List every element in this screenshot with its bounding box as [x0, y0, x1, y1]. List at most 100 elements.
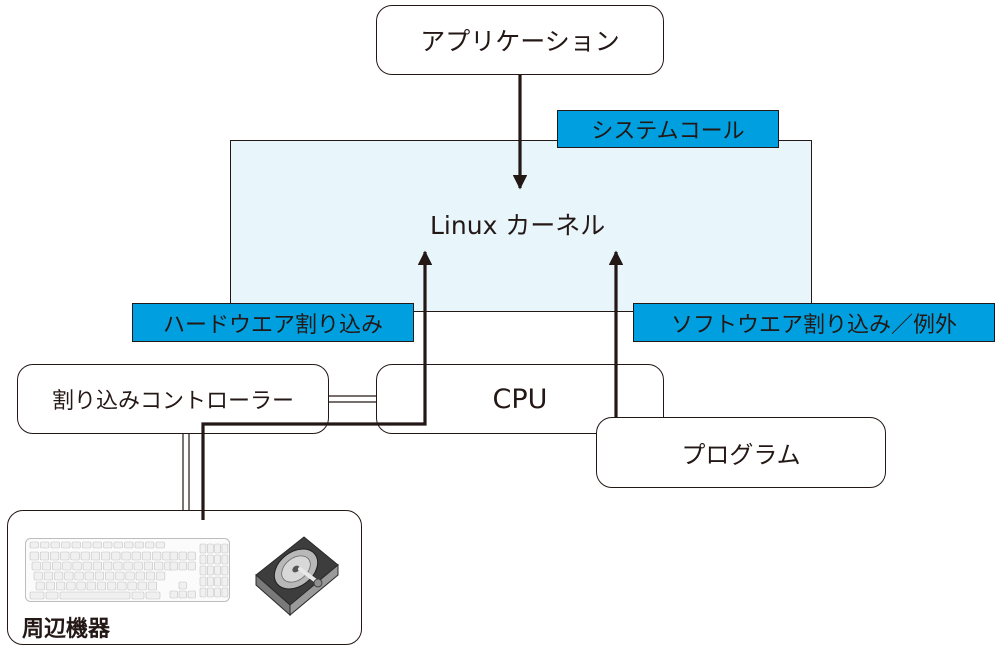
- keyboard-key: [207, 554, 214, 565]
- keyboard-key: [121, 551, 131, 561]
- keyboard-key: [134, 541, 144, 549]
- keyboard-key: [187, 561, 196, 571]
- interrupt-controller-box: 割り込みコントローラー: [17, 364, 329, 434]
- keyboard-key: [145, 591, 161, 600]
- software-interrupt-tag: ソフトウエア割り込み／例外: [633, 303, 995, 342]
- hardware-interrupt-arrow: [201, 250, 433, 520]
- keyboard-key: [113, 561, 123, 571]
- keyboard-key: [221, 565, 229, 576]
- keyboard-key: [214, 565, 221, 576]
- keyboard-key: [86, 581, 96, 591]
- keyboard-key: [105, 571, 115, 581]
- keyboard-key: [84, 571, 94, 581]
- keyboard-key: [35, 581, 45, 591]
- keyboard-key: [152, 551, 162, 561]
- keyboard-key: [221, 554, 229, 565]
- keyboard-key: [156, 571, 166, 581]
- cpu-label: CPU: [492, 383, 548, 415]
- keyboard-key: [80, 551, 90, 561]
- keyboard-key: [45, 591, 59, 600]
- keyboard-key: [221, 543, 229, 554]
- keyboard-key: [178, 561, 187, 571]
- interrupt-controller-label: 割り込みコントローラー: [51, 389, 294, 414]
- software-interrupt-label: ソフトウエア割り込み／例外: [670, 312, 957, 338]
- keyboard-key: [143, 561, 153, 571]
- keyboard-key: [145, 541, 155, 549]
- keyboard-key: [82, 541, 92, 549]
- application-label: アプリケーション: [420, 27, 620, 56]
- keyboard-key: [155, 541, 165, 549]
- keyboard-key: [124, 541, 134, 549]
- peripherals-label: 周辺機器: [22, 617, 111, 642]
- keyboard-key: [141, 551, 151, 561]
- keyboard-key: [40, 541, 50, 549]
- keyboard-key: [214, 587, 221, 598]
- keyboard-key: [33, 571, 43, 581]
- keyboard-key: [145, 571, 155, 581]
- hardware-interrupt-tag: ハードウエア割り込み: [132, 303, 414, 342]
- keyboard-key: [169, 551, 178, 561]
- keyboard-key: [117, 581, 127, 591]
- keyboard-key: [169, 561, 178, 571]
- keyboard-icon: [25, 538, 230, 602]
- program-box: プログラム: [596, 417, 886, 488]
- keyboard-key: [60, 551, 70, 561]
- keyboard-key: [90, 551, 100, 561]
- keyboard-key: [187, 551, 196, 561]
- keyboard-key: [137, 581, 147, 591]
- keyboard-key: [199, 554, 207, 565]
- keyboard-key: [214, 576, 221, 587]
- program-label: プログラム: [681, 441, 801, 469]
- keyboard-key: [199, 565, 207, 576]
- keyboard-key: [92, 541, 102, 549]
- keyboard-key: [76, 581, 86, 591]
- keyboard-key: [29, 551, 39, 561]
- keyboard-key: [169, 590, 178, 599]
- keyboard-key: [64, 571, 74, 581]
- keyboard-key: [154, 561, 164, 571]
- keyboard-key: [101, 551, 111, 561]
- keyboard-key: [43, 571, 54, 581]
- keyboard-key: [214, 554, 221, 565]
- keyboard-key: [59, 591, 131, 600]
- keyboard-key: [92, 561, 102, 571]
- keyboard-key: [125, 571, 135, 581]
- keyboard-key: [74, 571, 84, 581]
- keyboard-key: [66, 581, 76, 591]
- keyboard-key: [221, 587, 229, 598]
- keyboard-key: [70, 551, 80, 561]
- keyboard-key: [199, 576, 207, 587]
- keyboard-key: [82, 561, 92, 571]
- keyboard-key: [123, 561, 133, 571]
- keyboard-key: [207, 543, 214, 554]
- keyboard-key: [94, 571, 104, 581]
- peripherals-box: 周辺機器: [7, 510, 362, 645]
- keyboard-key: [50, 541, 60, 549]
- keyboard-key: [103, 561, 113, 571]
- keyboard-key: [107, 581, 117, 591]
- keyboard-key: [72, 561, 82, 571]
- keyboard-key: [127, 581, 137, 591]
- keyboard-key: [96, 581, 106, 591]
- keyboard-key: [45, 581, 56, 591]
- keyboard-key: [221, 576, 229, 587]
- keyboard-key: [56, 581, 66, 591]
- hard-disk-icon: [255, 536, 339, 617]
- keyboard-key: [103, 541, 113, 549]
- keyboard-key: [207, 576, 214, 587]
- keyboard-key: [178, 581, 187, 590]
- system-call-tag: システムコール: [557, 110, 779, 148]
- system-call-label: システムコール: [591, 119, 745, 144]
- keyboard-key: [29, 541, 39, 549]
- keyboard-key: [31, 561, 41, 571]
- keyboard-key: [41, 561, 52, 571]
- keyboard-key: [214, 543, 221, 554]
- keyboard-key: [207, 565, 214, 576]
- keyboard-key: [39, 551, 49, 561]
- keyboard-key: [61, 541, 71, 549]
- keyboard-key: [111, 551, 121, 561]
- keyboard-key: [131, 551, 141, 561]
- keyboard-key: [50, 551, 60, 561]
- keyboard-key: [207, 587, 214, 598]
